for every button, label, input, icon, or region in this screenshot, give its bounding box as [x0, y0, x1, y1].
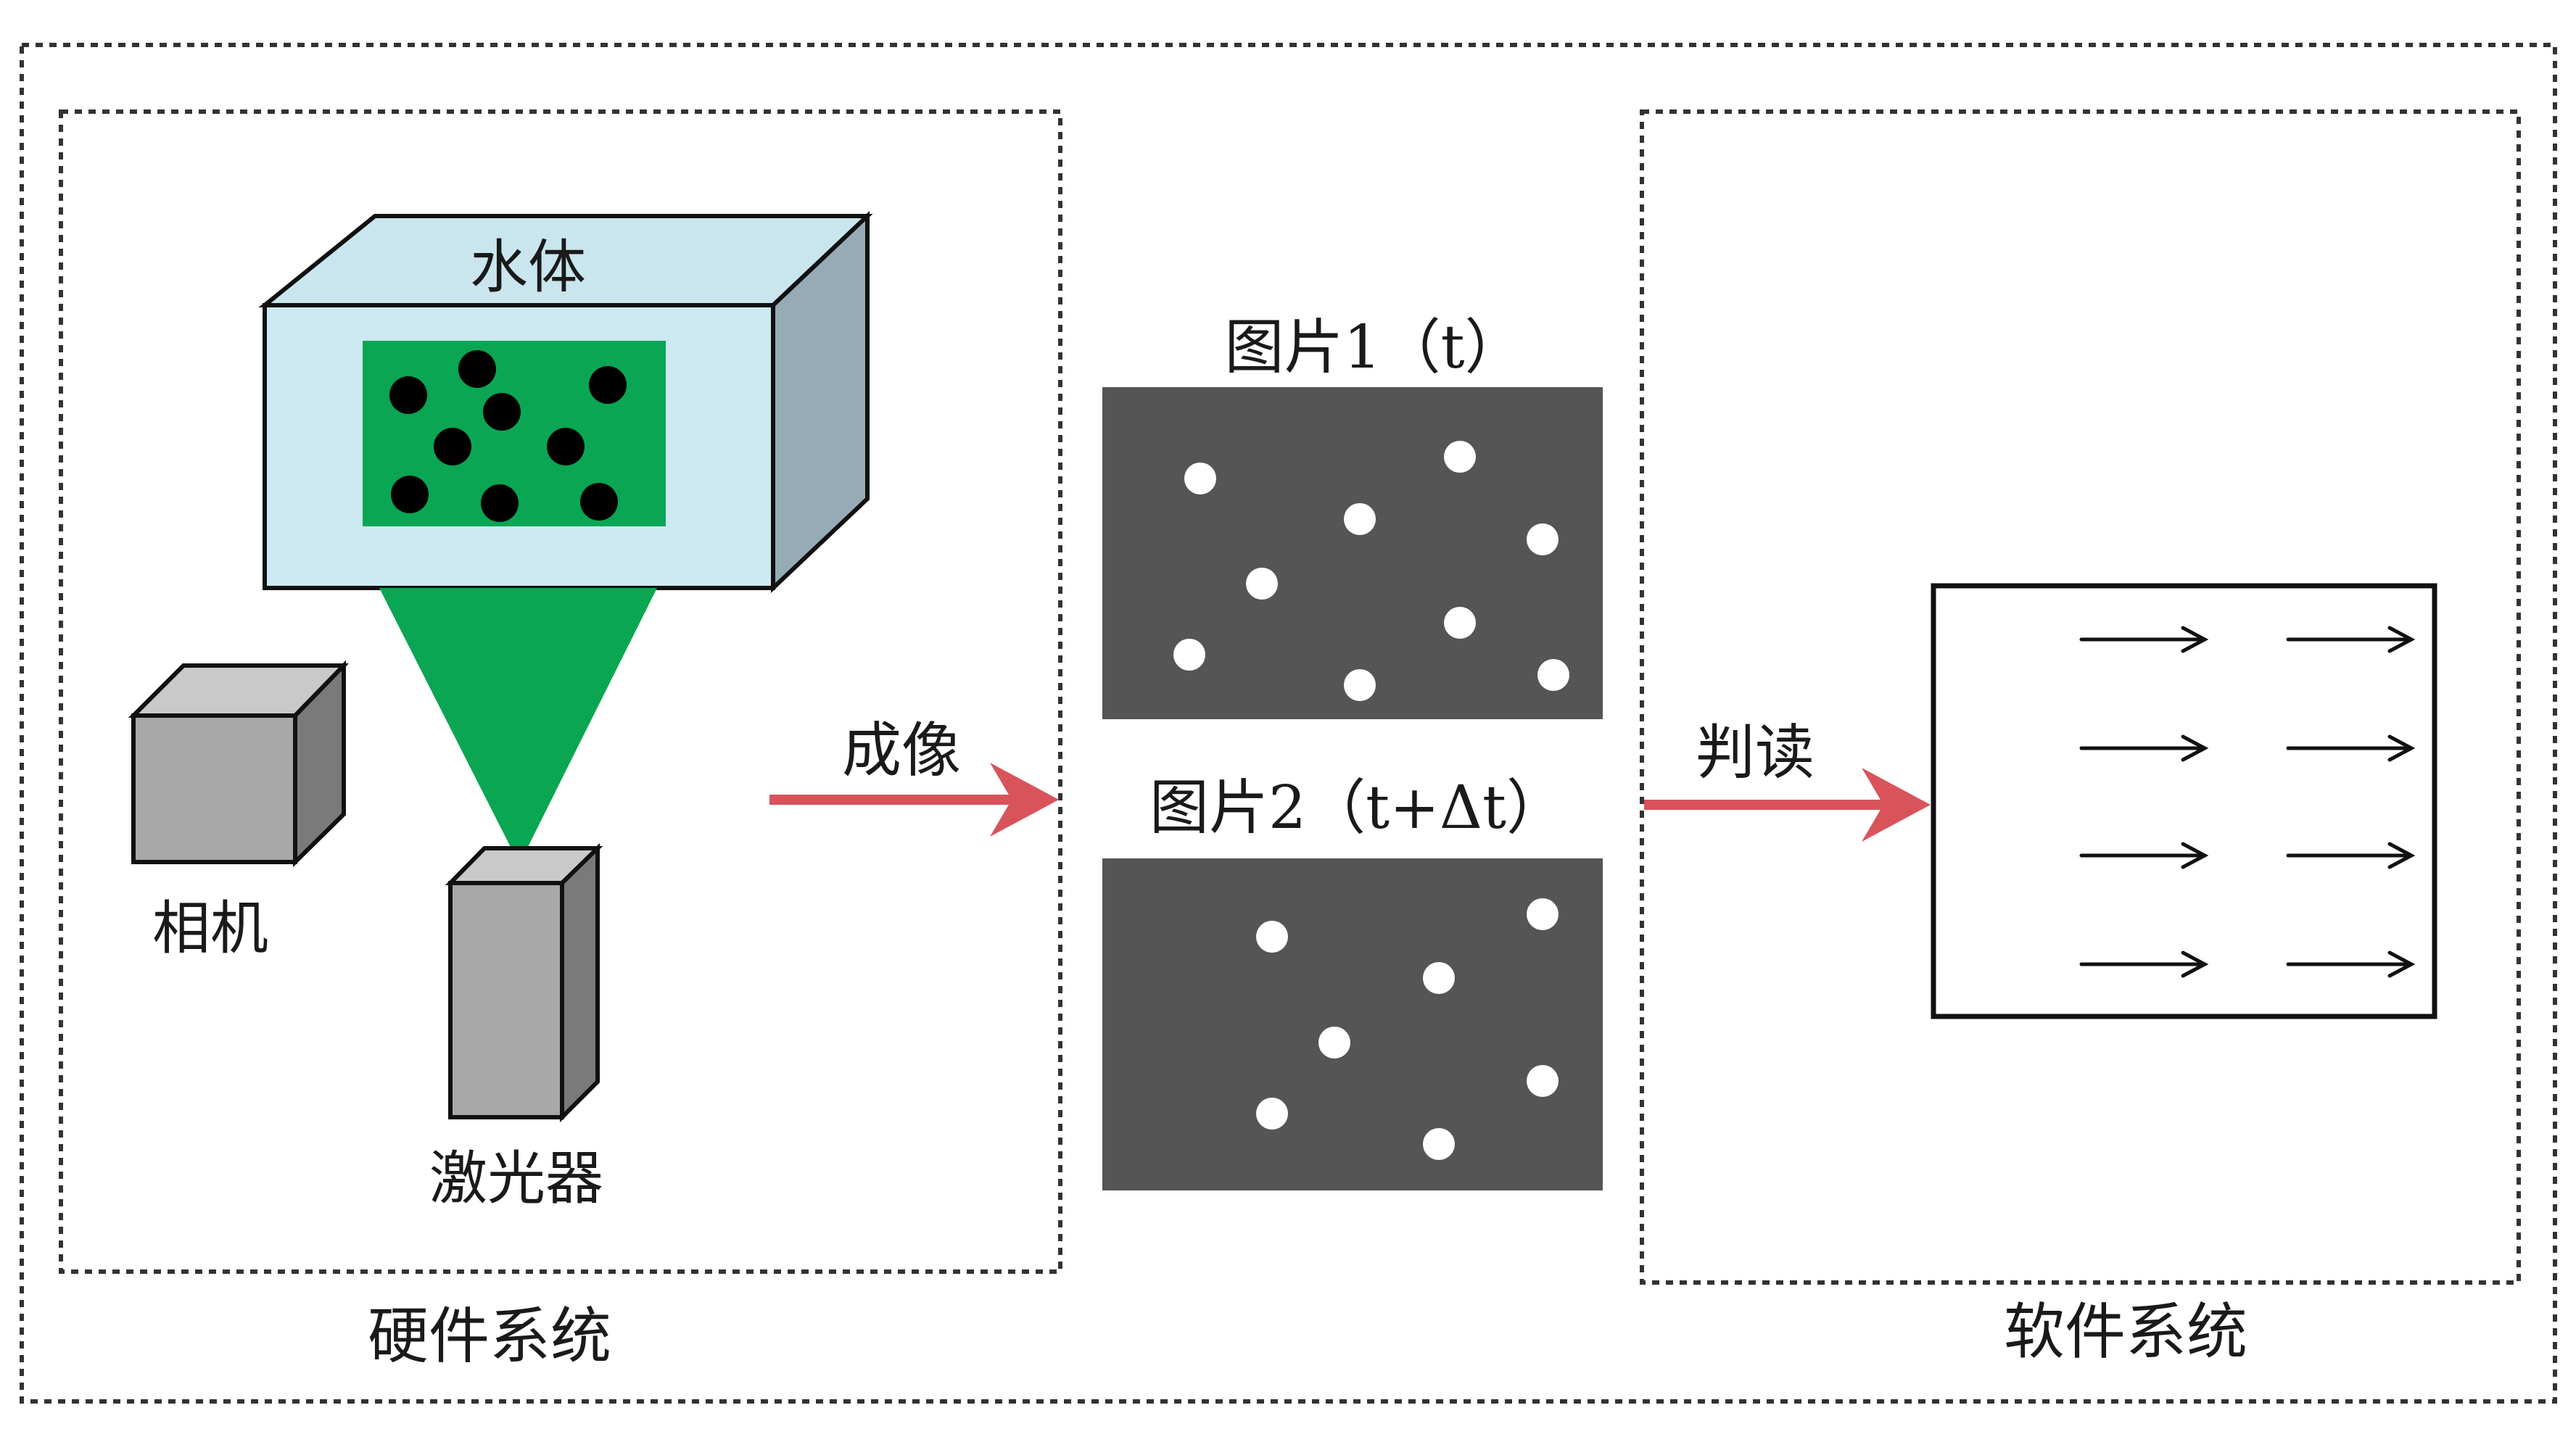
velocity-vector-arrow — [2079, 842, 2209, 869]
velocity-vector-arrow — [2286, 734, 2416, 762]
laser-device-front-face — [448, 881, 564, 1119]
tracer-particle — [589, 366, 627, 404]
velocity-vector-arrow — [2079, 626, 2209, 653]
velocity-vector-arrow — [2286, 950, 2416, 978]
tracer-particle — [547, 428, 585, 465]
image-particle — [1184, 463, 1216, 494]
image-particle — [1527, 523, 1559, 555]
image-particle — [1173, 639, 1205, 671]
outer-frame — [20, 43, 2557, 1404]
interpretation-arrow-label: 判读 — [1696, 718, 1815, 787]
particle-image-2 — [1102, 858, 1603, 1190]
image-particle — [1444, 607, 1476, 639]
laser-device: 激光器 — [429, 842, 603, 1212]
laser-label: 激光器 — [429, 1145, 603, 1212]
imaging-arrow-label: 成像 — [842, 716, 961, 785]
laser-device-side-face — [560, 842, 600, 1123]
imaging-arrow: 成像 — [769, 716, 1059, 837]
camera-device: 相机 — [128, 660, 350, 962]
image-particle — [1423, 1128, 1455, 1160]
image-particle — [1344, 669, 1376, 701]
velocity-vector-arrow — [2079, 734, 2209, 762]
image-particle — [1256, 921, 1288, 953]
interpretation-arrow: 判读 — [1644, 718, 1931, 842]
tracer-particles — [389, 350, 627, 522]
interpretation-arrow-head — [1862, 768, 1931, 842]
software-system-box — [1640, 109, 2521, 1285]
image-particle — [1537, 659, 1569, 691]
tracer-particle — [391, 476, 429, 513]
water-tank: 水体 — [258, 211, 873, 593]
laser-beam — [379, 588, 657, 864]
software-system-title: 软件系统 — [2004, 1296, 2247, 1367]
velocity-vector-arrow — [2079, 950, 2209, 978]
tracer-particle — [481, 484, 519, 522]
image-particle — [1527, 898, 1559, 930]
hardware-system-box — [59, 109, 1062, 1274]
tracer-particle — [434, 428, 471, 465]
image-particle — [1423, 962, 1455, 994]
image-particle — [1318, 1027, 1350, 1058]
image1-label: 图片1（t） — [1224, 313, 1524, 382]
imaging-arrow-head — [990, 763, 1059, 837]
velocity-vector-arrow — [2286, 626, 2416, 653]
particle-image-1 — [1102, 387, 1603, 719]
velocity-field-panel — [1931, 583, 2437, 1019]
hardware-system-title: 硬件系统 — [368, 1301, 611, 1372]
tracer-particle — [483, 393, 521, 431]
image-particle — [1246, 568, 1278, 600]
image-particle — [1527, 1065, 1559, 1097]
camera-front-face — [131, 713, 297, 864]
velocity-vector-arrow — [2286, 842, 2416, 869]
image2-label: 图片2（t+Δt） — [1149, 774, 1566, 842]
camera-label: 相机 — [152, 895, 268, 962]
tracer-particle — [458, 350, 496, 388]
image-particle — [1256, 1098, 1288, 1130]
image-particle — [1344, 503, 1376, 535]
tracer-particle — [580, 483, 618, 521]
water-label: 水体 — [470, 233, 586, 301]
tracer-particle — [389, 376, 427, 414]
image-particle — [1444, 441, 1476, 473]
